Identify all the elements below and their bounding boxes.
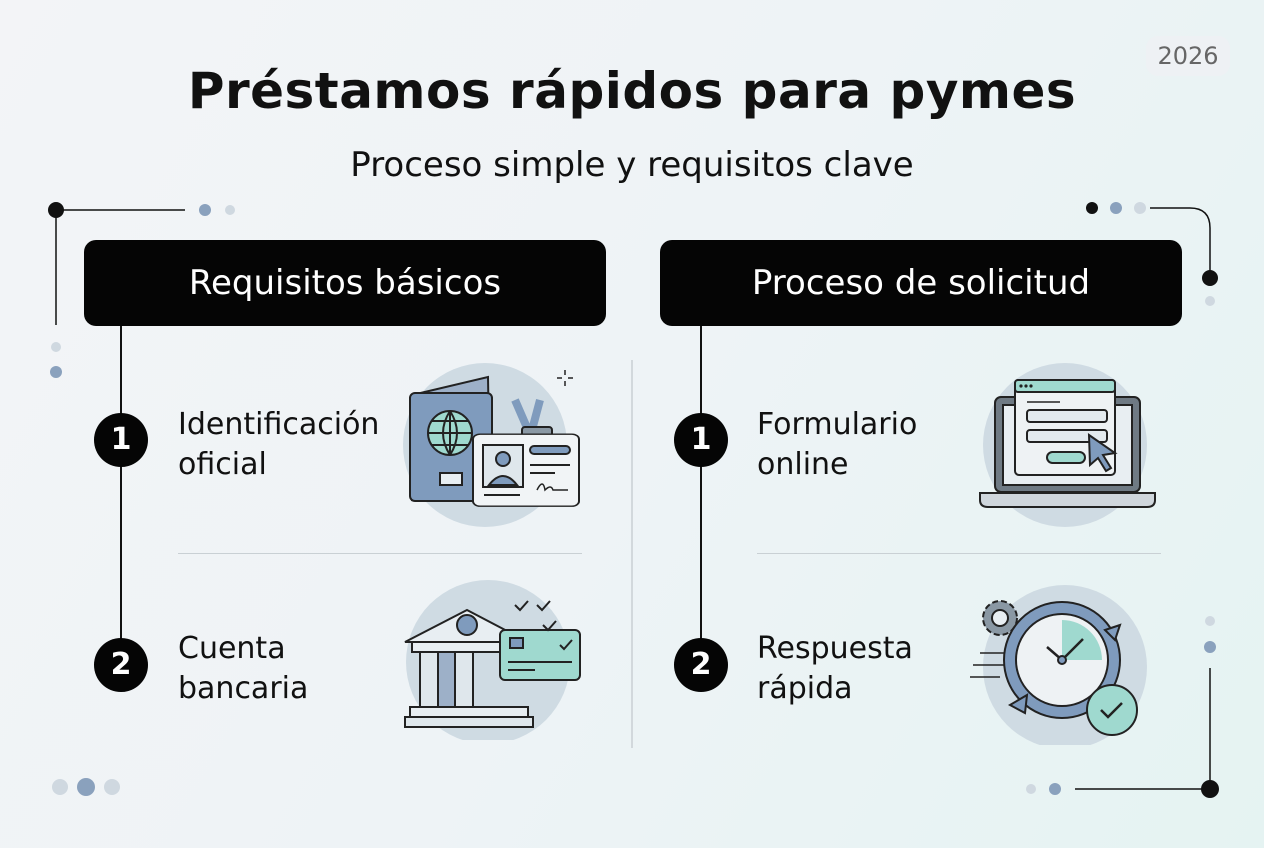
page-title: Préstamos rápidos para pymes [187,62,1077,120]
divider [757,553,1161,554]
fast-clock-icon [970,585,1147,745]
section-header-process: Proceso de solicitud [660,240,1182,326]
laptop-form-icon [979,363,1156,527]
step-number: 1 [674,413,728,467]
year-badge: 2026 [1146,36,1230,76]
section-header-requirements: Requisitos básicos [84,240,606,326]
divider [178,553,582,554]
page-subtitle: Proceso simple y requisitos clave [350,145,914,185]
step-number: 1 [94,413,148,467]
passport-id-card-icon [403,363,580,527]
step-number: 2 [94,638,148,692]
step-number: 2 [674,638,728,692]
bank-card-icon [404,580,581,740]
